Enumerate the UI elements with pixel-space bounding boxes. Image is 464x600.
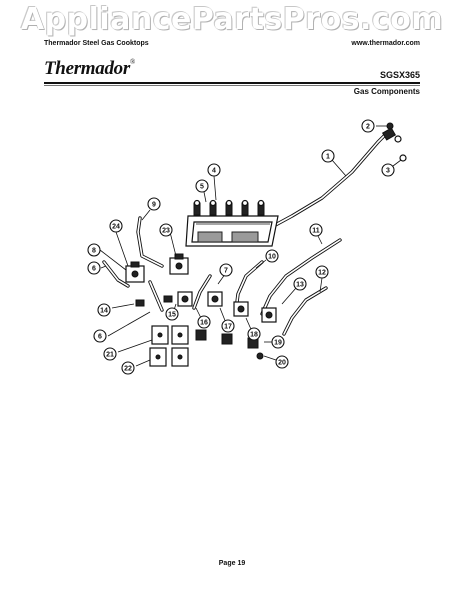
model-number: SGSX365: [379, 70, 420, 80]
svg-text:17: 17: [224, 324, 232, 331]
svg-text:1: 1: [326, 154, 330, 161]
svg-text:15: 15: [168, 312, 176, 319]
valve-24: [125, 261, 145, 283]
svg-text:18: 18: [250, 332, 258, 339]
svg-text:4: 4: [212, 168, 216, 175]
valve-23: [169, 253, 189, 275]
callout-23-right: 23: [159, 223, 173, 237]
callout-4: 4: [207, 163, 221, 177]
svg-text:19: 19: [274, 340, 282, 347]
svg-text:6: 6: [92, 266, 96, 273]
callout-13: 13: [293, 277, 307, 291]
brand-logo: Thermador®: [44, 58, 135, 80]
callout-21: 21: [103, 347, 117, 361]
gas-tube-12: [282, 286, 328, 336]
registered-mark-icon: ®: [129, 58, 136, 66]
header-doc-title: Thermador Steel Gas Cooktops: [44, 40, 149, 47]
callout-5: 5: [195, 179, 209, 193]
svg-text:23: 23: [162, 228, 170, 235]
callout-16: 16: [197, 315, 211, 329]
leader-lines: [99, 125, 402, 367]
burner-bracket-22: [149, 347, 189, 367]
callout-6-lower: 6: [93, 329, 107, 343]
callout-17: 17: [221, 319, 235, 333]
callout-19: 19: [271, 335, 285, 349]
valve-bracket: [185, 215, 279, 247]
fittings-row: [135, 295, 264, 360]
svg-text:6: 6: [98, 334, 102, 341]
svg-text:11: 11: [312, 228, 320, 235]
page-number: Page 19: [218, 560, 246, 567]
orifice-holder-18: [233, 301, 249, 317]
brand-name: Thermador: [44, 58, 130, 79]
callout-9: 9: [147, 197, 161, 211]
callout-18: 18: [247, 327, 261, 341]
svg-text:14: 14: [100, 308, 108, 315]
svg-text:2: 2: [366, 124, 370, 131]
manifold-pipe: [266, 127, 402, 231]
burner-bracket-21: [151, 325, 189, 345]
orifice-holder-16: [177, 291, 193, 307]
gas-tube-6: [102, 260, 130, 288]
gas-tube-7: [192, 274, 212, 310]
orifice-holder-13: [261, 307, 277, 323]
svg-text:3: 3: [386, 168, 390, 175]
callout-8: 8: [87, 243, 101, 257]
section-title: Gas Components: [353, 87, 420, 96]
callout-22: 22: [121, 361, 135, 375]
callout-3: 3: [381, 163, 395, 177]
valve-spud-row: [193, 199, 265, 216]
callout-1: 1: [321, 149, 335, 163]
svg-text:21: 21: [106, 352, 114, 359]
gas-tube-11: [260, 238, 342, 316]
svg-text:22: 22: [124, 366, 132, 373]
svg-text:16: 16: [200, 320, 208, 327]
svg-text:7: 7: [224, 268, 228, 275]
gas-tube-9: [136, 216, 164, 268]
watermark: AppliancePartsPros.com: [20, 2, 444, 37]
orifice-holder-17: [207, 291, 223, 307]
gas-tube-15: [148, 280, 164, 312]
svg-text:12: 12: [318, 270, 326, 277]
header-rule-thin: [44, 85, 420, 86]
callout-2: 2: [361, 119, 375, 133]
callout-24: 24: [109, 219, 123, 233]
callout-7: 7: [219, 263, 233, 277]
callout-15: 15: [165, 307, 179, 321]
header-website[interactable]: www.thermador.com: [351, 40, 420, 47]
callout-10: 10: [265, 249, 279, 263]
callout-11: 11: [309, 223, 323, 237]
callout-20: 20: [275, 355, 289, 369]
callout-14: 14: [97, 303, 111, 317]
callout-6-left: 6: [87, 261, 101, 275]
callout-12: 12: [315, 265, 329, 279]
svg-text:5: 5: [200, 184, 204, 191]
svg-text:13: 13: [296, 282, 304, 289]
svg-text:8: 8: [92, 248, 96, 255]
svg-text:9: 9: [152, 202, 156, 209]
header-rule: [44, 82, 420, 84]
svg-text:10: 10: [268, 254, 276, 261]
svg-text:20: 20: [278, 360, 286, 367]
fitting-3: [399, 154, 407, 162]
svg-text:24: 24: [112, 224, 120, 231]
